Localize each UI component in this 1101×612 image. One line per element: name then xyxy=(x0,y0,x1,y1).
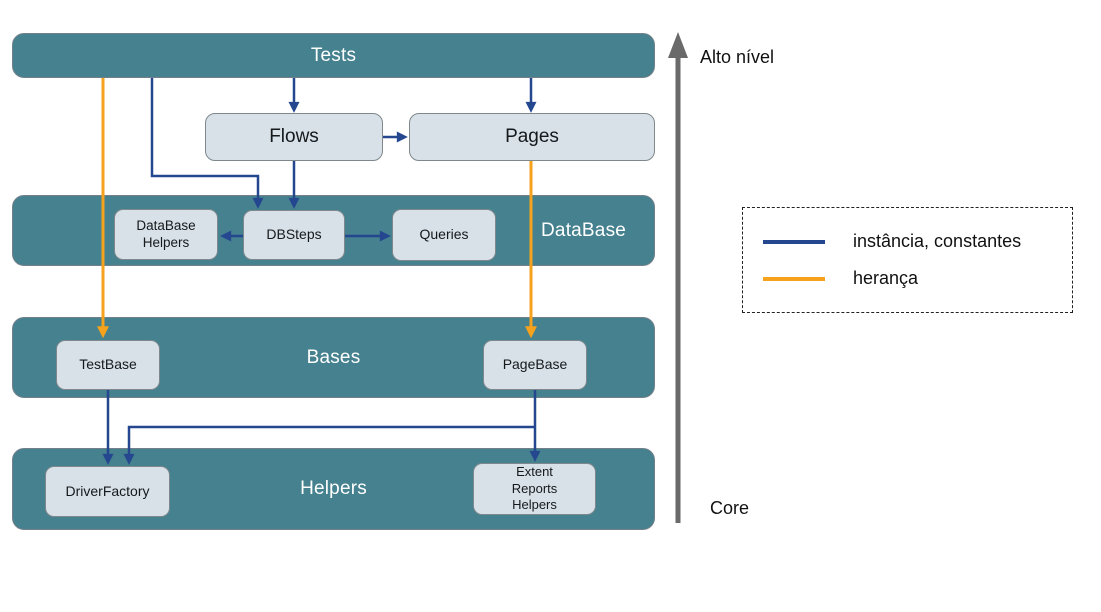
node-testbase-label: TestBase xyxy=(79,356,137,373)
instancia-line-swatch xyxy=(763,239,825,244)
node-flows-label: Flows xyxy=(269,126,319,148)
layer-tests-label: Tests xyxy=(310,44,357,66)
node-pages-label: Pages xyxy=(505,126,559,148)
node-dbsteps: DBSteps xyxy=(243,210,345,260)
node-queries-label: Queries xyxy=(419,226,469,243)
node-extent-reports-helpers-label: Extent Reports Helpers xyxy=(511,463,558,513)
level-axis-arrow-head-icon xyxy=(668,32,688,58)
node-dbsteps-label: DBSteps xyxy=(266,226,322,243)
legend-heranca-label: herança xyxy=(853,268,919,288)
node-database-helpers: DataBase Helpers xyxy=(114,209,218,260)
legend: instância, constantes herança xyxy=(742,207,1073,313)
axis-bottom-label: Core xyxy=(710,498,750,518)
layer-tests: Tests xyxy=(12,33,655,78)
layer-helpers-label: Helpers xyxy=(300,478,367,499)
node-flows: Flows xyxy=(205,113,383,161)
legend-instancia-label: instância, constantes xyxy=(853,231,1022,251)
node-driverfactory: DriverFactory xyxy=(45,466,170,517)
node-extent-reports-helpers: Extent Reports Helpers xyxy=(473,463,596,515)
node-queries: Queries xyxy=(392,209,496,261)
node-database-helpers-label: DataBase Helpers xyxy=(136,217,196,250)
node-pages: Pages xyxy=(409,113,655,161)
node-pagebase: PageBase xyxy=(483,340,587,390)
legend-item-instancia: instância, constantes xyxy=(763,231,1052,252)
heranca-line-swatch xyxy=(763,276,825,281)
layer-database-label: DataBase xyxy=(541,219,627,241)
node-driverfactory-label: DriverFactory xyxy=(65,482,150,499)
legend-item-heranca: herança xyxy=(763,268,1052,289)
node-pagebase-label: PageBase xyxy=(502,356,568,373)
axis-top-label: Alto nível xyxy=(700,47,775,67)
layer-bases-label: Bases xyxy=(306,346,361,368)
node-testbase: TestBase xyxy=(56,340,160,390)
